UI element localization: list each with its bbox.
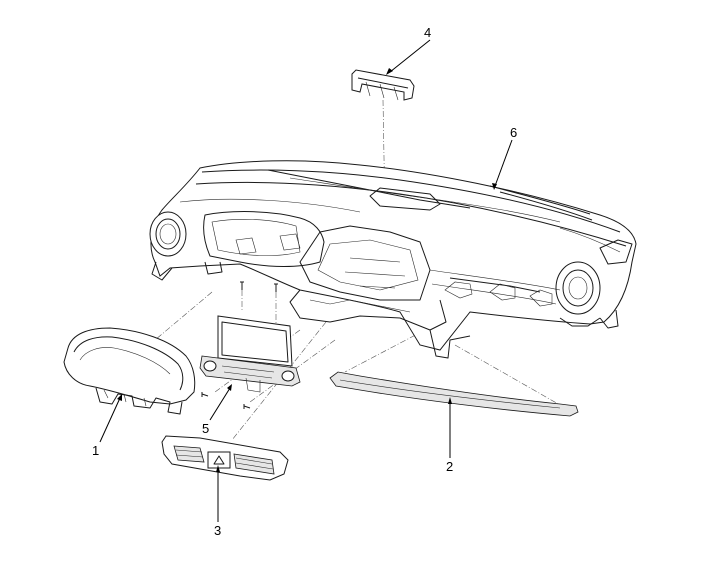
callout-label-5: 5 xyxy=(202,421,210,436)
callout-label-4: 4 xyxy=(424,25,432,40)
leader-lines xyxy=(99,39,513,522)
crash-pad-assembly xyxy=(149,160,637,359)
center-air-vent xyxy=(161,435,289,481)
callout-label-1: 1 xyxy=(92,443,100,458)
defroster-cover xyxy=(351,69,415,101)
instrument-cluster xyxy=(63,327,196,415)
screws xyxy=(201,281,278,409)
callout-label-2: 2 xyxy=(446,459,454,474)
audio-display-unit xyxy=(199,315,301,393)
crash-pad-garnish xyxy=(329,371,579,417)
callout-label-3: 3 xyxy=(214,523,222,538)
callout-label-6: 6 xyxy=(510,125,518,140)
